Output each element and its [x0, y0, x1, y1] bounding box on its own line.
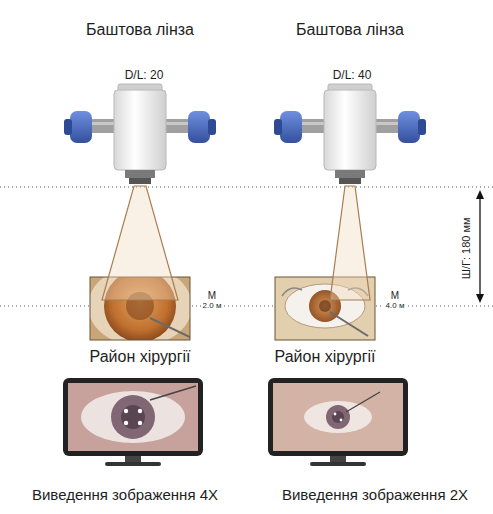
lens-heading: Баштова лінза	[86, 21, 194, 39]
lens-heading: Баштова лінза	[296, 21, 404, 39]
scale-label: 2.0 м	[201, 301, 224, 310]
spec-label: D/L: 40	[333, 69, 372, 83]
area-caption: Район хірургії	[90, 348, 191, 366]
scale-label: М	[391, 290, 399, 302]
output-caption: Виведення зображення 2X	[282, 486, 468, 503]
output-caption: Виведення зображення 4X	[32, 486, 218, 503]
area-caption: Район хірургії	[275, 348, 376, 366]
scale-label: М	[208, 290, 216, 302]
spec-label: D/L: 20	[125, 69, 164, 83]
dimension-label: Ш/Г: 180 мм	[460, 217, 473, 279]
scale-label: 4.0 м	[384, 301, 407, 310]
